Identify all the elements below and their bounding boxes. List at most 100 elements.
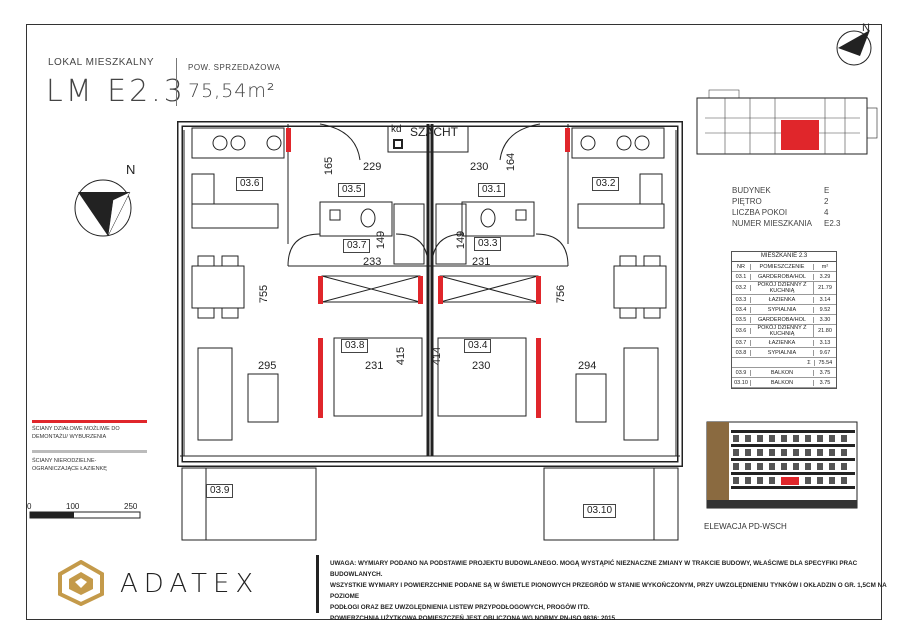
table-cell: 3.13 [819, 339, 831, 346]
info-value: 4 [824, 208, 829, 217]
brand-name: ADATEX [120, 569, 260, 599]
legend-gray-swatch [32, 450, 147, 453]
floor-plan [177, 121, 683, 541]
table-cell: 21.80 [818, 328, 832, 334]
table-cell: 9.67 [819, 349, 831, 356]
info-key: BUDYNEK [732, 186, 771, 195]
dimension: 165 [323, 156, 336, 176]
adatex-logo-icon [58, 560, 104, 606]
table-cell: POKÓJ DZIENNY Z KUCHNIĄ [751, 325, 814, 337]
table-cell: 21.79 [818, 285, 832, 291]
table-cell: 9.52 [819, 306, 831, 313]
table-cell: 3.14 [819, 296, 831, 303]
table-header: NR [732, 263, 751, 270]
table-cell: 03.7 [732, 339, 751, 346]
table-cell: 03.10 [732, 379, 751, 386]
room-label: 03.9 [206, 484, 234, 498]
table-cell: 3.29 [819, 273, 831, 280]
table-cell: 3.75 [819, 379, 831, 386]
dimension: 295 [258, 360, 277, 372]
area-value: 75,54m² [188, 80, 276, 102]
table-header: m² [821, 263, 829, 270]
table-cell: SYPIALNIA [751, 306, 814, 313]
info-key: NUMER MIESZKANIA [732, 219, 813, 228]
dimension: 231 [365, 360, 384, 372]
dimension: 415 [395, 346, 408, 366]
compass-small-icon [836, 30, 872, 66]
room-label: 03.1 [478, 183, 506, 197]
notes-divider [316, 555, 319, 613]
table-cell: 03.3 [732, 296, 751, 303]
table-cell: BALKON [751, 369, 814, 376]
scale-bar [29, 511, 141, 519]
table-cell: 03.4 [732, 306, 751, 313]
header-divider [176, 58, 177, 106]
lokal-label: LOKAL MIESZKALNY [48, 57, 154, 68]
dimension: 149 [455, 230, 468, 250]
info-key: PIĘTRO [732, 197, 762, 206]
dimension: 164 [505, 152, 518, 172]
legend-red-label: ŚCIANY DZIAŁOWE MOŻLIWE DO DEMONTAŻU/ WY… [32, 426, 120, 440]
room-label: 03.7 [343, 239, 371, 253]
dimension: 149 [375, 230, 388, 250]
sum-value: 75.54 [818, 359, 833, 366]
table-cell: 3.75 [819, 369, 831, 376]
sum-symbol: Σ [750, 359, 815, 366]
scale-tick: 250 [124, 502, 138, 511]
table-sum-row: Σ 75.54 [732, 358, 836, 368]
lokal-code: LM E2.3 [46, 74, 186, 109]
elevation-label: ELEWACJA PD-WSCH [704, 522, 787, 531]
room-label: 03.10 [583, 504, 617, 518]
table-cell: BALKON [751, 379, 814, 386]
dimension: 294 [578, 360, 597, 372]
page-frame [26, 24, 882, 620]
table-cell: 03.2 [732, 285, 751, 291]
room-label: 03.8 [341, 339, 369, 353]
compass-small-label: N [862, 22, 870, 34]
room-label: 03.6 [236, 177, 264, 191]
info-value: E [824, 186, 830, 195]
legend-gray-label: ŚCIANY NIERODZIELNE-OGRANICZAJĄCE ŁAZIEN… [32, 458, 107, 472]
dimension: 755 [258, 284, 271, 304]
table-cell: SYPIALNIA [751, 349, 814, 356]
table-cell: 03.5 [732, 316, 751, 323]
note-line: WSZYSTKIE WYMIARY I POWIERZCHNIE PODANE … [330, 582, 887, 600]
note-line: POWIERZCHNIA UŻYTKOWA POMIESZCZEŃ JEST O… [330, 615, 616, 622]
dimension: 231 [472, 256, 491, 268]
building-elevation [706, 421, 858, 509]
table-cell: ŁAZIENKA [751, 296, 814, 303]
info-key: LICZBA POKOI [732, 208, 788, 217]
table-cell: GARDEROBA/HOL [751, 273, 814, 280]
table-cell: 03.9 [732, 369, 751, 376]
info-value: E2.3 [824, 219, 841, 228]
table-cell: 03.8 [732, 349, 751, 356]
room-label: 03.5 [338, 183, 366, 197]
legend-red-swatch [32, 420, 147, 423]
area-label: POW. SPRZEDAŻOWA [188, 63, 281, 72]
dimension: 414 [431, 346, 444, 366]
room-label: 03.3 [474, 237, 502, 251]
rooms-table-title: MIESZKANIE 2.3 [732, 252, 836, 262]
scale-tick: 100 [66, 502, 80, 511]
dimension: 233 [363, 256, 382, 268]
shaft-label: SZACHT [410, 125, 458, 139]
scale-tick: 0 [27, 502, 32, 511]
disclaimer-notes: UWAGA: WYMIARY PODANO NA PODSTAWIE PROJE… [330, 558, 890, 624]
table-cell: 03.1 [732, 273, 751, 280]
info-value: 2 [824, 197, 829, 206]
note-line: PODŁOGI ORAZ BEZ UWZGLĘDNIENIA LISTEW PR… [330, 604, 590, 611]
compass-icon [74, 179, 132, 237]
dimension: 230 [472, 360, 491, 372]
table-cell: POKÓJ DZIENNY Z KUCHNIĄ [751, 282, 814, 294]
dimension: 756 [555, 284, 568, 304]
